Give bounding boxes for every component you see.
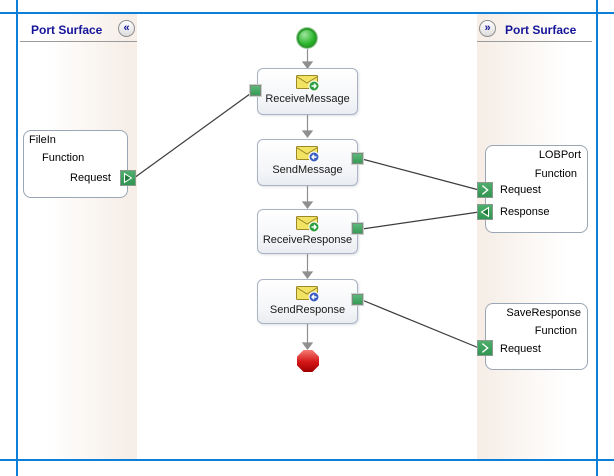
- shape-send-message[interactable]: SendMessage: [257, 139, 358, 186]
- port-name: FileIn: [29, 134, 56, 146]
- filein-request-connector[interactable]: [120, 170, 136, 186]
- port-surface-right: » Port Surface: [477, 14, 596, 459]
- port-filein[interactable]: FileIn Function Request: [23, 130, 128, 198]
- frame-border-left: [16, 0, 18, 476]
- port-surface-left: Port Surface «: [18, 14, 137, 459]
- send-message-icon: [295, 144, 321, 163]
- operation-request-label: Request: [500, 184, 541, 196]
- port-name: SaveResponse: [506, 307, 581, 319]
- collapse-left-button[interactable]: «: [118, 20, 135, 37]
- shape-label: SendMessage: [272, 164, 343, 176]
- collapse-right-button[interactable]: »: [479, 20, 496, 37]
- panel-title-rule: [20, 41, 137, 42]
- link-filein-receivemessage: [133, 90, 255, 179]
- port-name: LOBPort: [538, 149, 581, 161]
- shape-label: ReceiveResponse: [262, 234, 353, 246]
- receive-message-port-connector[interactable]: [249, 84, 262, 97]
- port-surface-left-title: Port Surface: [31, 23, 103, 37]
- link-receiveresponse-lob-response: [361, 211, 480, 230]
- link-sendresponse-save-request: [361, 299, 480, 349]
- operation-request-label: Request: [70, 172, 111, 184]
- link-sendmessage-lob-request: [361, 158, 480, 191]
- shape-send-response[interactable]: SendResponse: [257, 279, 358, 324]
- operation-request-label: Request: [500, 343, 541, 355]
- lob-request-connector[interactable]: [477, 182, 493, 198]
- port-operation: Function: [42, 152, 85, 164]
- send-response-port-connector[interactable]: [351, 293, 364, 306]
- start-shape[interactable]: [297, 28, 317, 48]
- frame-border-bottom: [0, 459, 614, 461]
- send-message-icon: [295, 284, 321, 303]
- panel-title-rule: [477, 41, 592, 42]
- shape-label: ReceiveMessage: [265, 93, 350, 105]
- operation-response-label: Response: [500, 206, 550, 218]
- receive-response-port-connector[interactable]: [351, 222, 364, 235]
- shape-label: SendResponse: [269, 304, 346, 316]
- port-surface-right-title: Port Surface: [505, 23, 577, 37]
- receive-message-icon: [295, 73, 321, 92]
- send-message-port-connector[interactable]: [351, 152, 364, 165]
- frame-border-right: [596, 0, 598, 476]
- lob-response-connector[interactable]: [477, 204, 493, 220]
- saveresponse-request-connector[interactable]: [477, 340, 493, 356]
- shape-receive-response[interactable]: ReceiveResponse: [257, 209, 358, 254]
- port-saveresponse[interactable]: SaveResponse Function Request: [485, 303, 588, 370]
- shape-receive-message[interactable]: ReceiveMessage: [257, 68, 358, 115]
- receive-message-icon: [295, 214, 321, 233]
- port-operation: Function: [534, 168, 577, 180]
- port-operation: Function: [534, 325, 577, 337]
- frame-border-top: [0, 12, 614, 14]
- port-lob[interactable]: LOBPort Function Request Response: [485, 145, 588, 233]
- stop-shape[interactable]: [297, 350, 319, 372]
